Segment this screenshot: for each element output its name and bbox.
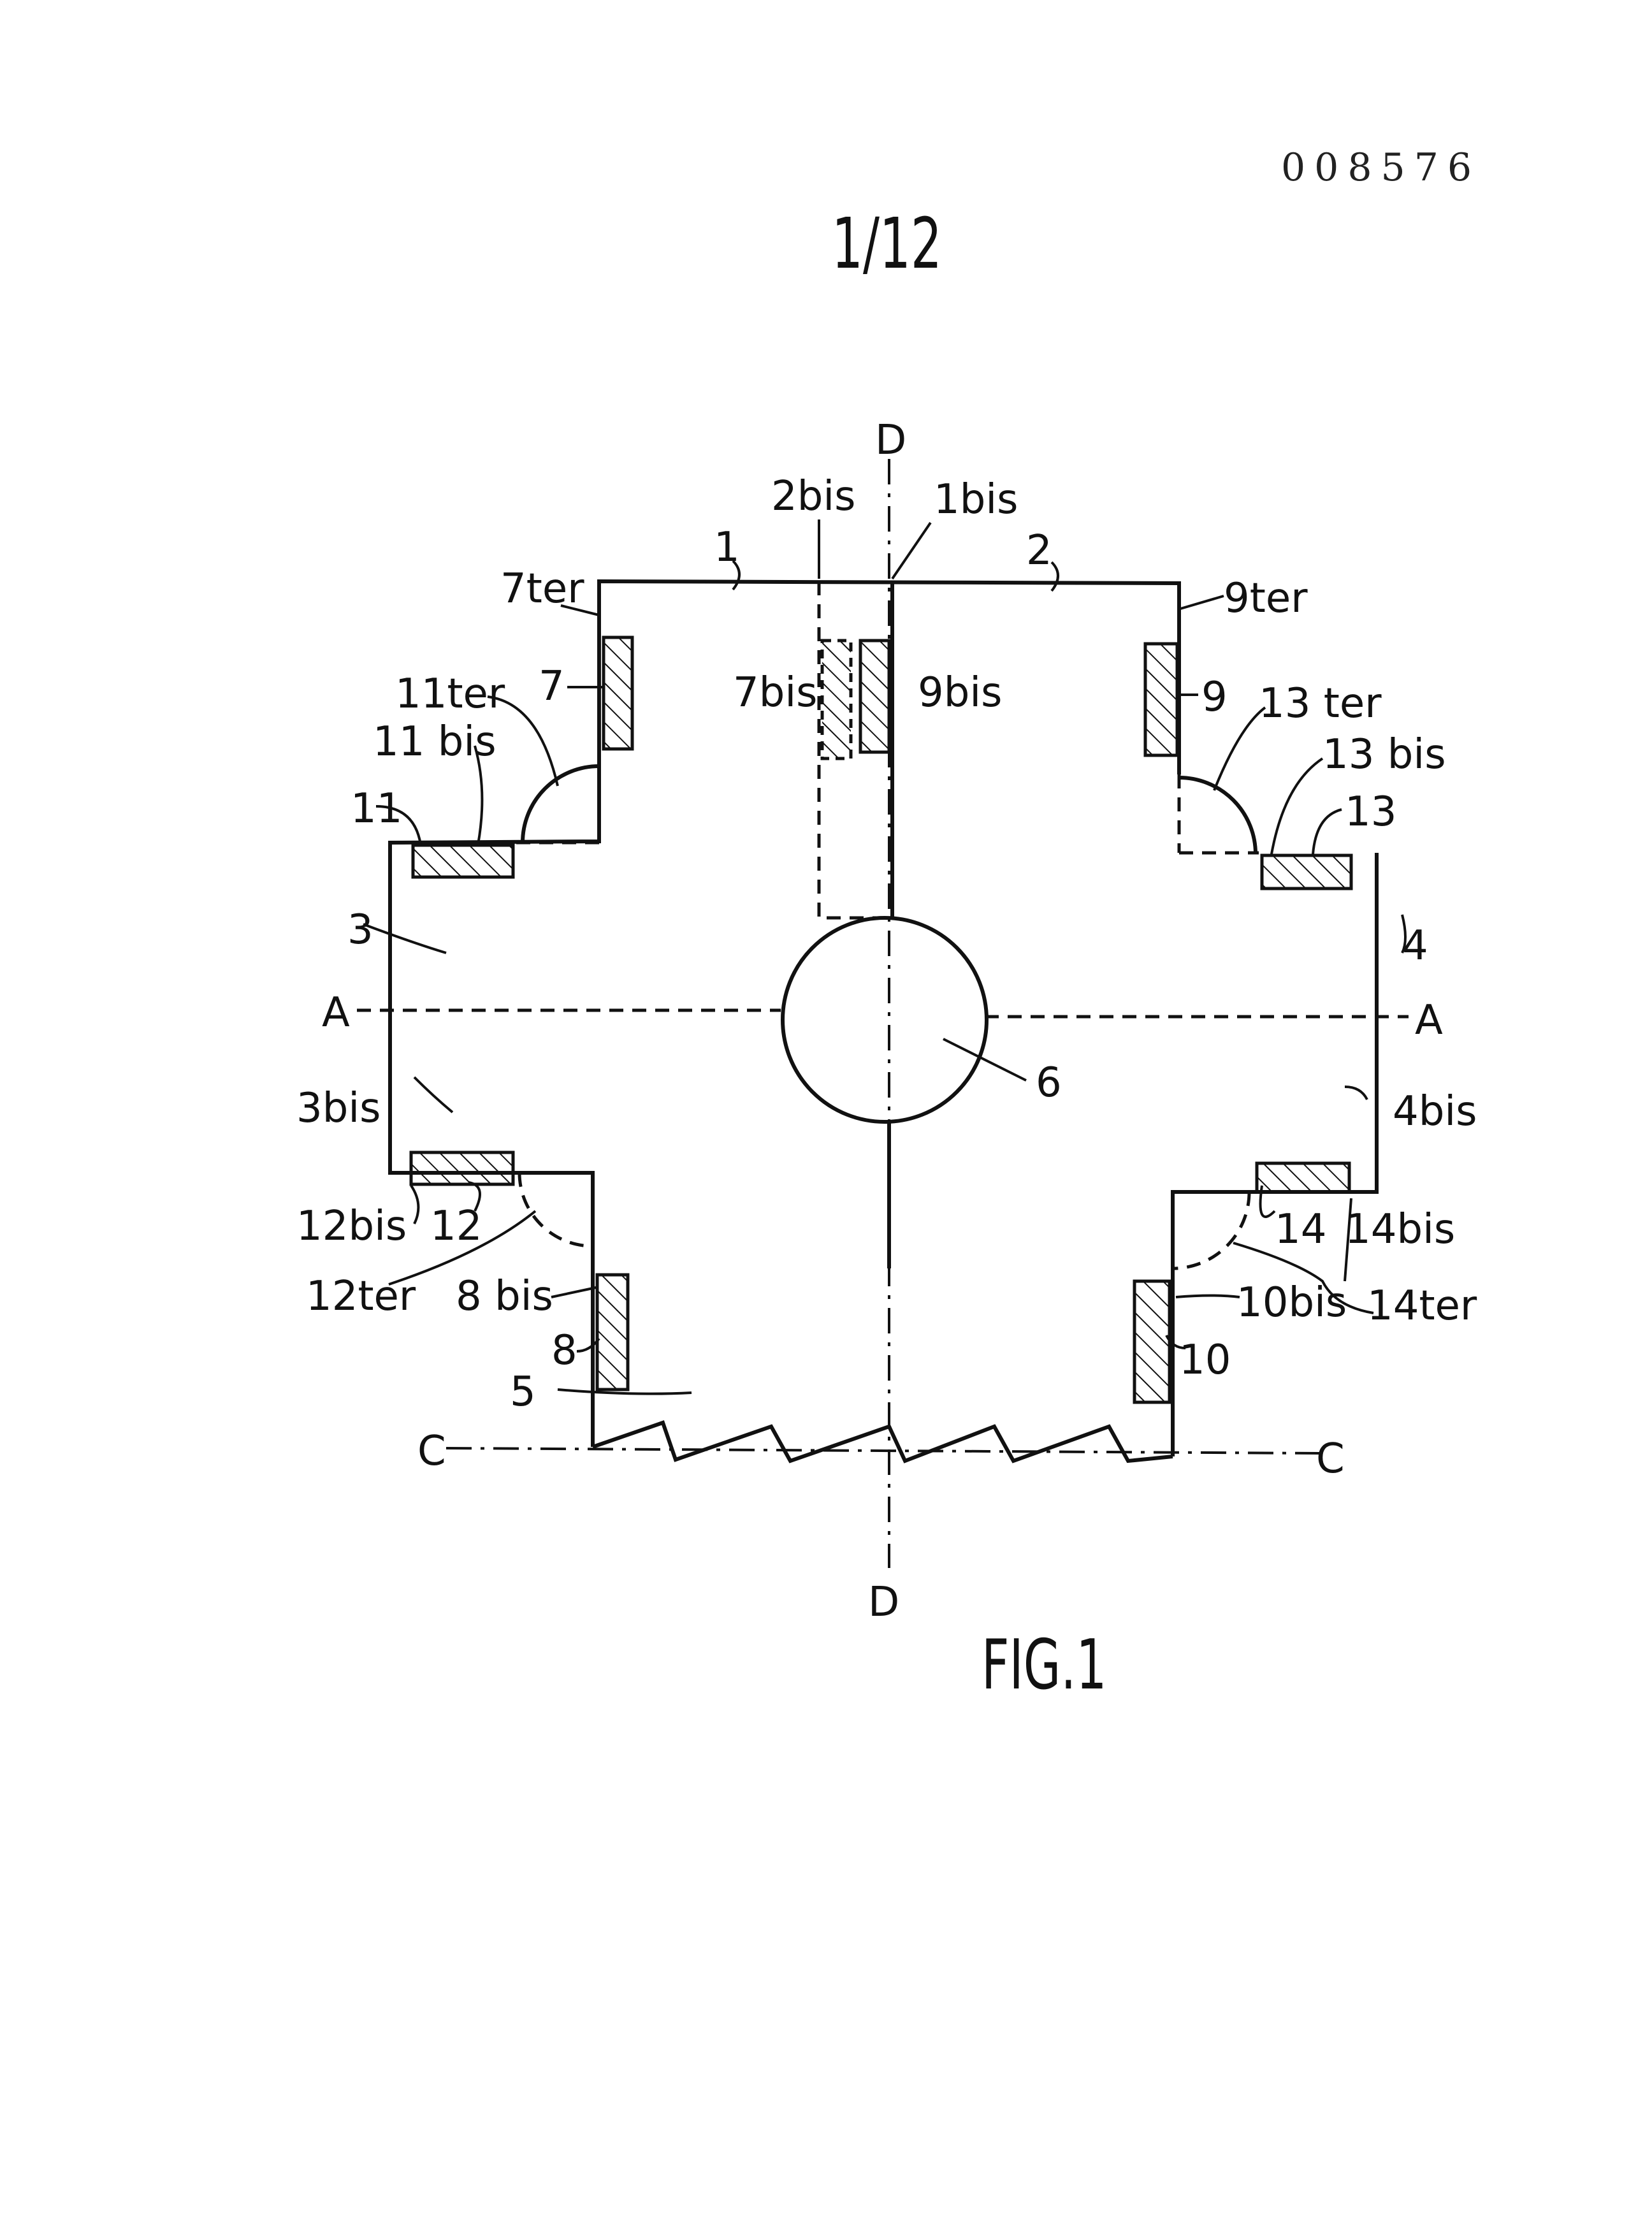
pad-10 xyxy=(1134,1281,1170,1402)
label-3: 3 xyxy=(347,906,373,954)
label-7ter: 7ter xyxy=(500,565,584,613)
label-d-bottom: D xyxy=(868,1579,899,1626)
pad-12 xyxy=(411,1152,513,1184)
leader-12bis xyxy=(411,1186,418,1224)
axis-c xyxy=(446,1448,1319,1453)
label-12: 12 xyxy=(430,1203,482,1250)
arc-11ter xyxy=(523,766,599,843)
label-13bis: 13 bis xyxy=(1322,731,1446,778)
label-9bis: 9bis xyxy=(918,669,1002,716)
leader-8bis xyxy=(551,1288,596,1297)
pad-14 xyxy=(1257,1163,1349,1192)
label-7: 7 xyxy=(539,663,565,710)
label-14bis: 14bis xyxy=(1345,1206,1455,1253)
leader-13 xyxy=(1313,809,1342,854)
label-4bis: 4bis xyxy=(1393,1088,1477,1135)
label-1bis: 1bis xyxy=(934,476,1018,523)
label-7bis: 7bis xyxy=(733,669,817,716)
pad-13 xyxy=(1262,855,1351,889)
pad-7bis xyxy=(822,641,851,759)
pad-8 xyxy=(597,1275,628,1390)
leader-3bis xyxy=(414,1077,453,1112)
leader-2 xyxy=(1052,562,1058,591)
label-1: 1 xyxy=(714,524,740,571)
label-10: 10 xyxy=(1179,1337,1231,1384)
pad-7 xyxy=(604,637,632,749)
label-12bis: 12bis xyxy=(296,1203,407,1250)
label-9: 9 xyxy=(1201,674,1228,721)
label-11: 11 xyxy=(351,785,402,832)
label-11ter: 11ter xyxy=(395,671,505,718)
label-13: 13 xyxy=(1345,788,1396,836)
pad-9 xyxy=(1145,644,1177,755)
label-14: 14 xyxy=(1275,1206,1326,1253)
leader-9ter xyxy=(1180,596,1224,609)
zigzag-edge xyxy=(593,1423,1173,1461)
label-10bis: 10bis xyxy=(1236,1279,1347,1326)
label-a-right: A xyxy=(1415,997,1443,1044)
pad-11 xyxy=(413,845,513,877)
label-4: 4 xyxy=(1402,922,1428,969)
leader-4bis xyxy=(1345,1087,1367,1100)
label-a-left: A xyxy=(322,989,350,1036)
circle-6 xyxy=(783,918,987,1122)
label-12ter: 12ter xyxy=(306,1273,416,1320)
label-5: 5 xyxy=(510,1368,536,1416)
figure-caption: FIG.1 xyxy=(982,1625,1107,1705)
pad-9bis xyxy=(860,641,889,752)
label-14ter: 14ter xyxy=(1367,1282,1477,1330)
leader-10bis xyxy=(1176,1296,1240,1298)
arc-13ter xyxy=(1179,778,1256,854)
label-11bis: 11 bis xyxy=(373,718,496,766)
label-c-right: C xyxy=(1316,1435,1345,1483)
label-c-left: C xyxy=(417,1428,446,1475)
leader-1bis xyxy=(892,523,931,579)
label-2bis: 2bis xyxy=(771,473,855,520)
label-9ter: 9ter xyxy=(1224,575,1308,622)
label-d-top: D xyxy=(875,417,906,464)
label-2: 2 xyxy=(1026,527,1052,574)
label-8bis: 8 bis xyxy=(456,1273,553,1320)
arc-12ter xyxy=(519,1173,593,1246)
leader-3 xyxy=(363,924,446,953)
label-6: 6 xyxy=(1036,1059,1062,1107)
label-8: 8 xyxy=(551,1327,577,1374)
arc-14ter xyxy=(1173,1192,1249,1268)
label-3bis: 3bis xyxy=(296,1085,380,1132)
label-13ter: 13 ter xyxy=(1259,680,1382,727)
